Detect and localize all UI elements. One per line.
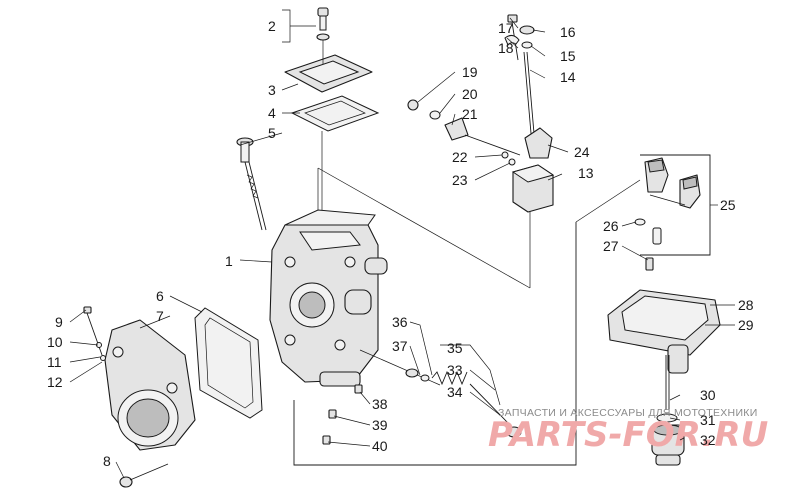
callout-32: 32 — [700, 432, 716, 448]
top-screw — [316, 7, 330, 41]
callout-29: 29 — [738, 317, 754, 333]
callout-10: 10 — [47, 334, 63, 350]
pilot-screw — [236, 137, 267, 231]
top-cover-gasket — [290, 95, 380, 132]
callout-17: 17 — [498, 20, 514, 36]
callout-26: 26 — [603, 218, 619, 234]
callout-1: 1 — [225, 253, 233, 269]
needle-holder — [504, 14, 536, 146]
watermark-caption: ЗАПЧАСТИ И АКСЕССУАРЫ ДЛЯ МОТОТЕХНИКИ — [498, 407, 758, 419]
callout-39: 39 — [372, 417, 388, 433]
callout-33: 33 — [447, 362, 463, 378]
power-jet-valve — [634, 157, 701, 271]
callout-31: 31 — [700, 412, 716, 428]
callout-15: 15 — [560, 48, 576, 64]
throttle-slide — [511, 164, 555, 213]
callout-2: 2 — [268, 18, 276, 34]
callout-3: 3 — [268, 82, 276, 98]
drain-plug — [651, 355, 685, 466]
callout-9: 9 — [55, 314, 63, 330]
top-cover-plate — [284, 40, 373, 93]
callout-27: 27 — [603, 238, 619, 254]
callout-25: 25 — [720, 197, 736, 213]
float-bowl — [607, 289, 721, 374]
callout-18: 18 — [498, 40, 514, 56]
callout-37: 37 — [392, 338, 408, 354]
callout-16: 16 — [560, 24, 576, 40]
callout-13: 13 — [578, 165, 594, 181]
callout-20: 20 — [462, 86, 478, 102]
callout-36: 36 — [392, 314, 408, 330]
callout-35: 35 — [447, 340, 463, 356]
callout-40: 40 — [372, 438, 388, 454]
callout-30: 30 — [700, 387, 716, 403]
watermark-brand: PARTS-FOR.RU — [488, 415, 768, 455]
callout-labels: 1 2 3 4 5 6 7 8 9 10 11 12 13 14 15 16 1… — [47, 18, 754, 469]
frame-leader-2 — [317, 167, 531, 289]
callout-6: 6 — [156, 288, 164, 304]
assembly-frame — [293, 222, 577, 466]
callout-19: 19 — [462, 64, 478, 80]
callout-11: 11 — [47, 354, 62, 370]
callout-34: 34 — [447, 384, 463, 400]
callout-23: 23 — [452, 172, 468, 188]
flange-screw — [119, 463, 169, 488]
callout-21: 21 — [462, 106, 478, 122]
intake-flange — [104, 319, 196, 451]
callout-leaders — [69, 9, 735, 479]
callout-8: 8 — [103, 453, 111, 469]
callout-4: 4 — [268, 105, 276, 121]
needle-bracket — [407, 99, 553, 166]
callout-7: 7 — [156, 308, 164, 324]
callout-5: 5 — [268, 125, 276, 141]
frame-leader-1 — [575, 179, 641, 223]
flange-gasket — [194, 307, 263, 419]
callout-22: 22 — [452, 149, 468, 165]
callout-28: 28 — [738, 297, 754, 313]
callout-12: 12 — [47, 374, 63, 390]
adjuster-screw — [83, 306, 106, 361]
callout-24: 24 — [574, 144, 590, 160]
callout-14: 14 — [560, 69, 576, 85]
carburetor-body — [269, 209, 388, 387]
idle-adjust-screw — [405, 368, 522, 438]
callout-38: 38 — [372, 396, 388, 412]
body-screws — [322, 384, 363, 445]
